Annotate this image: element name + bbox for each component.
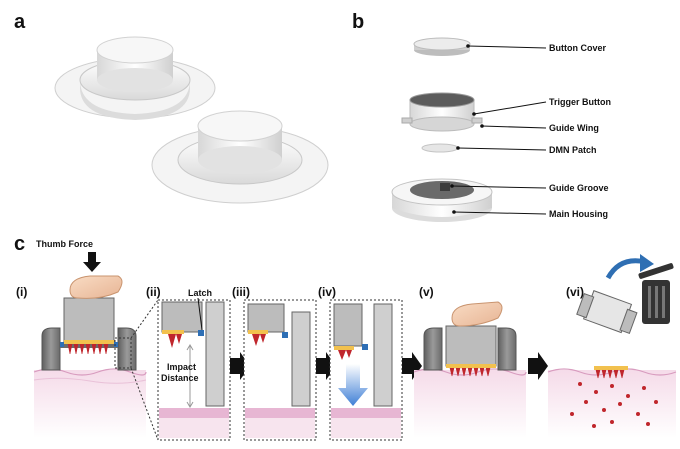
step-v-scene — [413, 301, 527, 438]
step-label-vi: (vi) — [566, 285, 584, 299]
latch-leader — [197, 297, 203, 331]
impact-distance-label-line1: Impact — [167, 362, 196, 372]
downward-impact-arrow — [338, 364, 368, 406]
device-render-front — [151, 110, 329, 204]
main-housing-part — [391, 178, 493, 222]
label-dmn-patch: DMN Patch — [549, 145, 597, 155]
callout-dots — [450, 44, 484, 214]
drug-dots — [570, 382, 658, 428]
step-label-iv: (iv) — [318, 285, 336, 299]
latch-label: Latch — [188, 288, 212, 298]
panel-letter-b: b — [352, 11, 364, 33]
thumb-force-arrow — [83, 252, 101, 272]
label-main-housing: Main Housing — [549, 209, 608, 219]
label-trigger-button: Trigger Button — [549, 97, 611, 107]
step-label-v: (v) — [419, 285, 434, 299]
zoom-guides — [130, 299, 159, 441]
step-label-iii: (iii) — [232, 285, 250, 299]
label-guide-wing: Guide Wing — [549, 123, 599, 133]
flow-arrow-4 — [528, 352, 548, 380]
discarded-device — [576, 290, 638, 335]
step-label-ii: (ii) — [146, 285, 161, 299]
impact-distance-label-line2: Distance — [161, 373, 199, 383]
step-label-i: (i) — [16, 285, 27, 299]
thumb-force-label: Thumb Force — [36, 239, 93, 249]
callout-leaders — [451, 45, 547, 215]
label-guide-groove: Guide Groove — [549, 183, 609, 193]
trash-can-icon — [638, 263, 674, 324]
dmn-patch-part — [421, 143, 459, 153]
step-vi-scene — [547, 254, 677, 438]
label-button-cover: Button Cover — [549, 43, 606, 53]
panel-letter-a: a — [14, 11, 26, 33]
step-iv-scene — [329, 299, 403, 441]
step-ii-scene — [157, 299, 231, 441]
step-iii-scene — [243, 299, 317, 441]
button-cover-part — [413, 37, 471, 56]
panel-letter-c: c — [14, 233, 25, 255]
trigger-button-part — [401, 92, 483, 132]
step-i-scene — [33, 275, 147, 438]
device-render-back — [54, 36, 216, 120]
